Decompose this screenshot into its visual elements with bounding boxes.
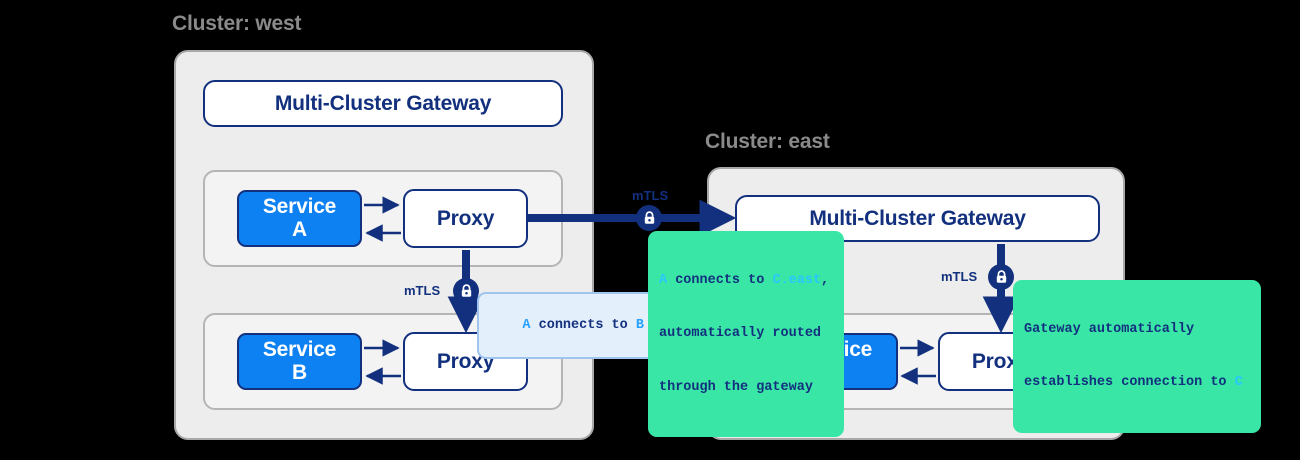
callout-token-ceast: C.east bbox=[772, 272, 822, 288]
callout-text-comma: , bbox=[821, 272, 830, 288]
callout-gateway-establishes-to-c: Gateway automatically establishes connec… bbox=[1013, 280, 1261, 433]
callout-line-3: through the gateway bbox=[659, 379, 813, 395]
callout-token-a2: A bbox=[659, 272, 668, 288]
callout-a-connects-to-c-east: A connects to C.east, automatically rout… bbox=[648, 231, 844, 437]
service-a-box[interactable]: Service A bbox=[237, 190, 362, 247]
lock-icon-cross-cluster bbox=[636, 205, 662, 231]
service-a-label-line1: Service bbox=[262, 194, 337, 218]
service-b-label-line1: Service bbox=[262, 337, 337, 361]
callout-line-2b: establishes connection to C bbox=[1024, 374, 1250, 392]
callout-token-b: B bbox=[635, 317, 644, 333]
callout-a-connects-to-b: A connects to B bbox=[477, 292, 657, 360]
mtls-label-cross-cluster: mTLS bbox=[632, 188, 669, 203]
lock-icon-east-vertical bbox=[988, 264, 1014, 290]
mtls-label-east-vertical: mTLS bbox=[941, 269, 978, 284]
cluster-title-east: Cluster: east bbox=[705, 130, 830, 153]
callout-text-establishes: establishes connection to bbox=[1024, 375, 1235, 391]
callout-text-connects2: connects to bbox=[667, 272, 773, 288]
callout-line-1b: Gateway automatically bbox=[1024, 321, 1195, 337]
gateway-west[interactable]: Multi-Cluster Gateway bbox=[203, 80, 563, 127]
service-a-label-line2: A bbox=[292, 217, 307, 241]
proxy-a-box[interactable]: Proxy bbox=[403, 189, 528, 248]
callout-token-c: C bbox=[1234, 375, 1243, 391]
callout-token-a: A bbox=[522, 317, 531, 333]
lock-icon-west-vertical bbox=[453, 278, 479, 304]
service-b-label-line2: B bbox=[292, 360, 307, 384]
service-b-box[interactable]: Service B bbox=[237, 333, 362, 390]
cluster-title-west: Cluster: west bbox=[172, 12, 302, 35]
callout-text-connects: connects to bbox=[530, 317, 636, 333]
mtls-label-west-vertical: mTLS bbox=[404, 283, 441, 298]
callout-line-2: automatically routed bbox=[659, 326, 822, 342]
callout-line-1: A connects to C.east, bbox=[659, 272, 833, 290]
